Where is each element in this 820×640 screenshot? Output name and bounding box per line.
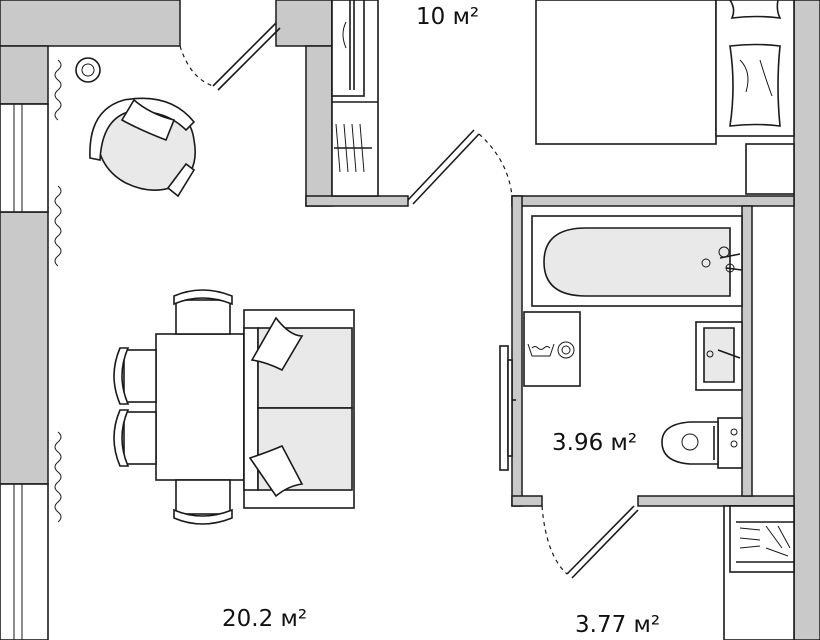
hallway-closet xyxy=(723,505,795,640)
pillow-bottom xyxy=(729,43,781,127)
wall-bath-bottom-left xyxy=(511,495,543,507)
washing-machine xyxy=(523,311,581,387)
bed xyxy=(535,0,717,145)
curtain-upper xyxy=(54,59,62,121)
wash-icon xyxy=(527,343,555,357)
hangers-icon xyxy=(334,123,372,173)
wall-bath-right xyxy=(741,205,753,497)
window-left-upper xyxy=(0,103,49,213)
chair-bottom xyxy=(173,479,233,525)
wall-bath-top xyxy=(511,195,795,207)
sofa-pillow-bottom xyxy=(248,444,304,498)
dining-set xyxy=(113,289,245,525)
window-left-lower xyxy=(0,483,49,640)
chair-top xyxy=(173,289,233,335)
area-label-living-room: 20.2 м² xyxy=(222,606,307,632)
nightstand xyxy=(745,143,795,195)
sofa xyxy=(243,309,355,509)
armchair xyxy=(75,57,196,198)
armchair-cushion xyxy=(120,98,176,142)
wall-partition-column xyxy=(305,45,333,207)
wall-top-middle xyxy=(275,0,333,47)
toilet xyxy=(661,417,743,469)
wall-bath-bottom-right xyxy=(637,495,795,507)
wall-top-left xyxy=(0,0,181,47)
windows xyxy=(0,103,49,640)
area-label-hallway: 3.77 м² xyxy=(575,612,660,638)
curtain-middle xyxy=(54,185,62,267)
wall-bath-left xyxy=(511,195,523,507)
dining-table xyxy=(155,333,245,481)
wall-left-upper xyxy=(0,45,49,105)
area-label-bedroom: 10 м² xyxy=(416,4,479,30)
area-labels: 10 м² 3.96 м² 20.2 м² 3.77 м² xyxy=(222,4,660,638)
door-top-left xyxy=(179,22,281,91)
area-label-bathroom: 3.96 м² xyxy=(552,430,637,456)
bathtub xyxy=(531,215,743,307)
wall-left-middle xyxy=(0,211,49,485)
bedroom-furniture xyxy=(535,0,795,195)
plant-icon xyxy=(75,57,101,83)
doors xyxy=(179,22,639,579)
sink xyxy=(695,321,743,391)
closet xyxy=(331,0,379,197)
pillow-top xyxy=(729,0,782,19)
wall-right xyxy=(793,0,820,640)
chair-left-top xyxy=(113,347,157,405)
door-bathroom xyxy=(541,505,639,579)
wall-partition-bottom xyxy=(305,195,409,207)
curtain-lower xyxy=(54,431,62,523)
chair-left-bottom xyxy=(113,409,157,467)
sofa-pillow-top xyxy=(250,316,304,372)
curtains xyxy=(54,59,62,523)
tv xyxy=(499,345,516,471)
door-bedroom xyxy=(407,129,513,205)
